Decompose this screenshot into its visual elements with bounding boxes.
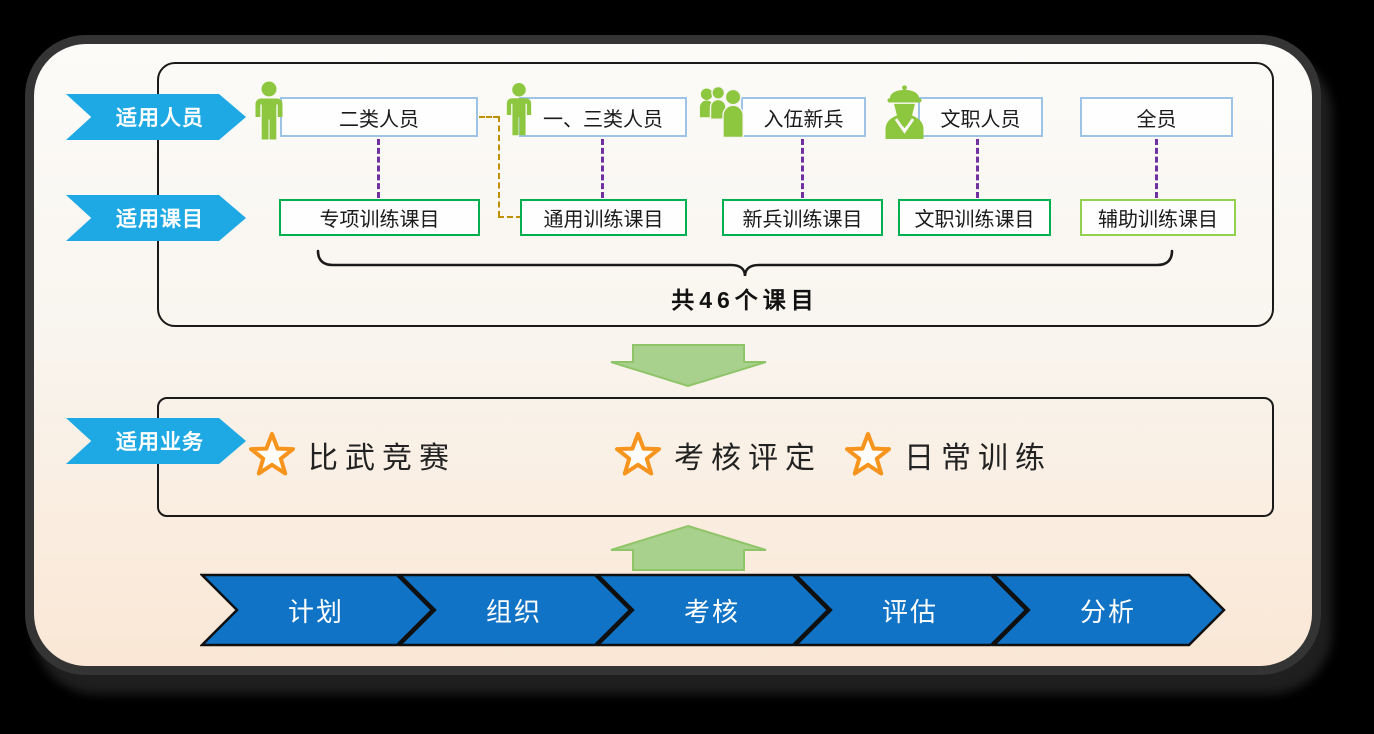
personnel-box: 全员 xyxy=(1080,97,1233,137)
up-arrow xyxy=(605,522,775,574)
people-group-icon xyxy=(698,86,748,139)
course-box: 新兵训练课目 xyxy=(722,199,883,236)
process-step-label: 考核 xyxy=(683,596,740,627)
cross-connector-segment xyxy=(479,116,499,118)
row-label-text: 适用业务 xyxy=(116,431,204,454)
row-label-business: 适用业务 xyxy=(66,418,246,464)
cross-connector-segment xyxy=(498,116,500,217)
personnel-box-label: 文职人员 xyxy=(940,108,1021,131)
business-item-label: 比武竞赛 xyxy=(308,442,456,475)
process-step-chevron xyxy=(794,573,1028,647)
business-item-label: 日常训练 xyxy=(904,442,1052,475)
course-box: 文职训练课目 xyxy=(898,199,1051,236)
business-item: 比武竞赛 xyxy=(248,429,456,481)
personnel-box: 二类人员 xyxy=(280,97,478,137)
star-icon xyxy=(845,432,891,476)
process-step-label: 组织 xyxy=(485,596,542,627)
process-step-chevron xyxy=(596,573,830,647)
course-box-label: 通用训练课目 xyxy=(543,209,664,231)
person-icon xyxy=(501,81,537,139)
course-box: 专项训练课目 xyxy=(279,199,480,236)
brace xyxy=(300,244,1190,284)
dashed-connector xyxy=(801,139,804,198)
course-box-label: 辅助训练课目 xyxy=(1098,209,1218,231)
row-label-courses: 适用课目 xyxy=(66,195,246,241)
course-box-label: 新兵训练课目 xyxy=(742,209,863,231)
personnel-box-label: 入伍新兵 xyxy=(763,108,844,131)
person-icon xyxy=(249,81,289,142)
business-item-label: 考核评定 xyxy=(674,442,822,475)
process-step-label: 计划 xyxy=(287,596,344,627)
personnel-box-label: 全员 xyxy=(1136,108,1177,131)
process-step-chevron xyxy=(398,573,632,647)
dashed-connector xyxy=(1155,139,1158,198)
dashed-connector xyxy=(976,139,979,198)
row-label-personnel: 适用人员 xyxy=(66,94,246,140)
personnel-box: 入伍新兵 xyxy=(741,97,866,137)
dashed-connector xyxy=(377,139,380,198)
process-step-label: 评估 xyxy=(881,596,938,627)
star-icon xyxy=(249,432,295,476)
process-step-chevron xyxy=(200,573,434,647)
personnel-box: 一、三类人员 xyxy=(519,97,687,137)
down-arrow xyxy=(605,340,775,390)
course-box-label: 文职训练课目 xyxy=(914,209,1035,231)
course-box-label: 专项训练课目 xyxy=(319,209,440,231)
dashed-connector xyxy=(601,139,604,198)
officer-icon xyxy=(882,84,927,139)
personnel-box-label: 二类人员 xyxy=(339,108,419,131)
star-icon xyxy=(615,432,661,476)
process-step-chevron xyxy=(992,573,1226,647)
cross-connector-segment xyxy=(498,216,522,218)
business-item: 考核评定 xyxy=(614,429,822,481)
course-box: 辅助训练课目 xyxy=(1080,199,1236,236)
row-label-text: 适用课目 xyxy=(116,208,204,231)
business-item: 日常训练 xyxy=(844,429,1052,481)
course-box: 通用训练课目 xyxy=(520,199,687,236)
top-section-box xyxy=(157,62,1274,327)
course-count-caption: 共46个课目 xyxy=(671,287,819,313)
personnel-box: 文职人员 xyxy=(918,97,1043,137)
process-step-label: 分析 xyxy=(1079,596,1136,627)
row-label-text: 适用人员 xyxy=(116,107,204,130)
personnel-box-label: 一、三类人员 xyxy=(543,108,663,131)
